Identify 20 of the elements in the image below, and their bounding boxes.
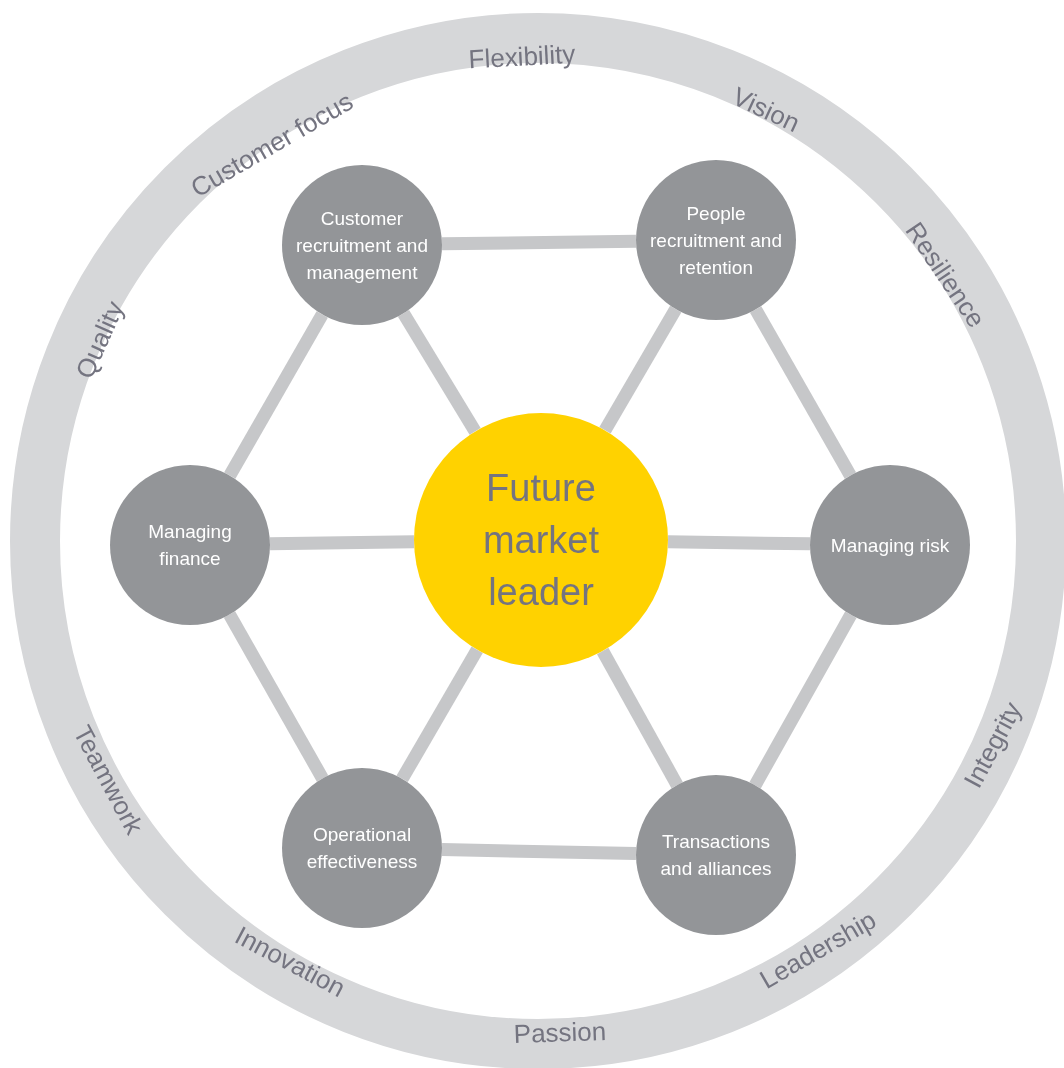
node-text: People recruitment and retention [650,201,782,280]
value-label: Passion [513,1014,607,1052]
node-text: Transactions and alliances [659,830,773,881]
connector-line [397,310,481,435]
value-label: Flexibility [467,37,577,77]
connector-line [269,535,415,551]
node-text: Customer recruitment and management [296,206,428,285]
node-text: Managing risk [829,533,951,558]
connector-line [599,305,682,434]
connector-line [396,646,483,783]
node-text: Future market leader [481,466,601,615]
node-text: Operational effectiveness [305,823,419,874]
connector-line [667,535,811,551]
connector-line [441,843,637,860]
node-text: Managing finance [147,520,233,571]
connector-line [749,611,857,789]
connector-line [441,234,637,251]
connector-line [597,647,683,789]
connector-line [223,611,329,782]
connector-line [750,306,856,479]
